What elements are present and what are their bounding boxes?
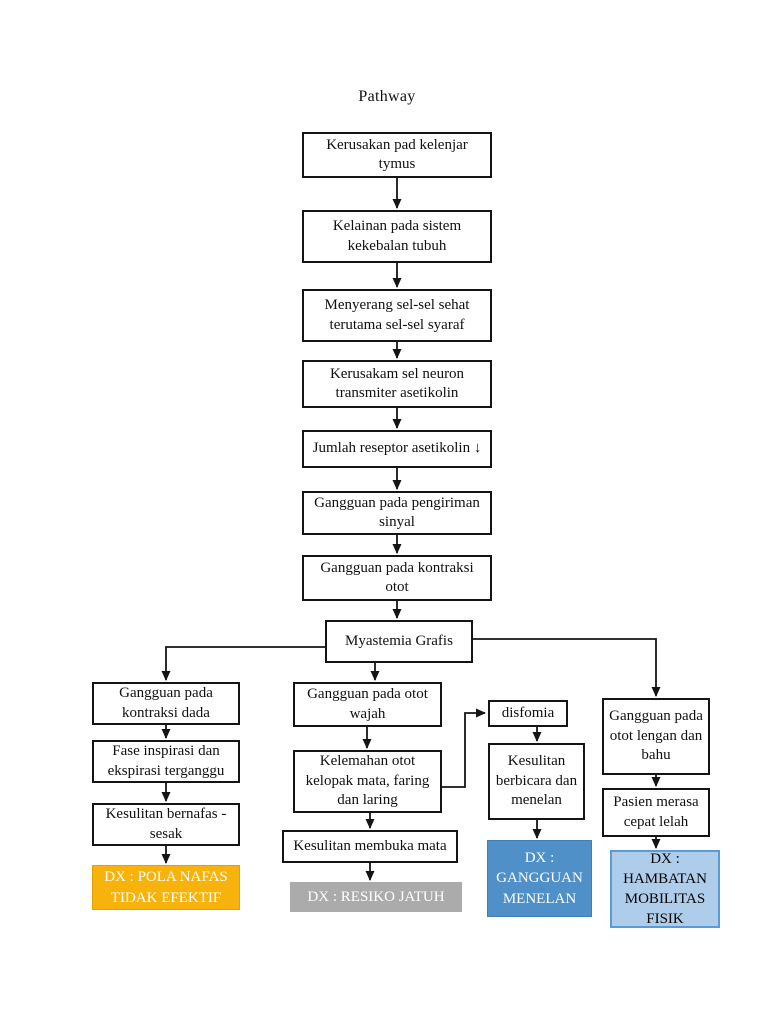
node-gangguan-pengiriman-sinyal: Gangguan pada pengiriman sinyal — [302, 491, 492, 535]
node-jumlah-reseptor-asetikolin: Jumlah reseptor asetikolin ↓ — [302, 430, 492, 468]
node-myastemia-grafis: Myastemia Grafis — [325, 620, 473, 663]
dx-pola-nafas-box: DX : POLA NAFAS TIDAK EFEKTIF — [92, 865, 240, 910]
node-gangguan-otot-wajah: Gangguan pada otot wajah — [293, 682, 442, 727]
connector-branch-left — [161, 646, 325, 681]
connector-to-disfomia — [442, 708, 486, 788]
dx-gangguan-menelan-box: DX : GANGGUAN MENELAN — [487, 840, 592, 917]
node-pasien-cepat-lelah: Pasien merasa cepat lelah — [602, 788, 710, 837]
node-kesulitan-membuka-mata: Kesulitan membuka mata — [282, 830, 458, 863]
connector-branch-right — [473, 638, 661, 697]
node-kesulitan-berbicara-menelan: Kesulitan berbicara dan menelan — [488, 743, 585, 820]
node-kelemahan-otot-kelopak: Kelemahan otot kelopak mata, faring dan … — [293, 750, 442, 813]
node-menyerang-sel-sehat: Menyerang sel-sel sehat terutama sel-sel… — [302, 289, 492, 342]
node-fase-inspirasi-ekspirasi: Fase inspirasi dan ekspirasi terganggu — [92, 740, 240, 783]
node-disfomia: disfomia — [488, 700, 568, 727]
node-gangguan-otot-lengan-bahu: Gangguan pada otot lengan dan bahu — [602, 698, 710, 775]
node-kelainan-sistem-kekebalan: Kelainan pada sistem kekebalan tubuh — [302, 210, 492, 263]
node-gangguan-kontraksi-otot: Gangguan pada kontraksi otot — [302, 555, 492, 601]
node-gangguan-kontraksi-dada: Gangguan pada kontraksi dada — [92, 682, 240, 725]
page-title: Pathway — [358, 88, 416, 105]
node-kesulitan-bernafas: Kesulitan bernafas - sesak — [92, 803, 240, 846]
dx-resiko-jatuh-box: DX : RESIKO JATUH — [290, 882, 462, 912]
node-kerusakan-sel-neuron: Kerusakam sel neuron transmiter asetikol… — [302, 360, 492, 408]
node-kerusakan-kelenjar-tymus: Kerusakan pad kelenjar tymus — [302, 132, 492, 178]
dx-hambatan-mobilitas-box: DX : HAMBATAN MOBILITAS FISIK — [610, 850, 720, 928]
